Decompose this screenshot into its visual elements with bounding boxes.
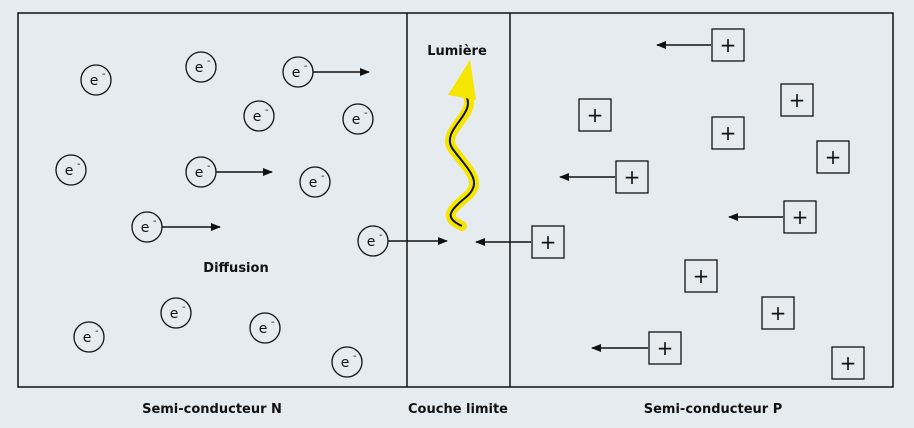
diffusion-label: Diffusion (203, 261, 268, 276)
svg-text:-: - (321, 171, 325, 182)
svg-text:e: e (259, 321, 268, 337)
region-n-label: Semi-conducteur N (142, 402, 282, 417)
svg-text:-: - (95, 326, 99, 337)
svg-text:-: - (265, 105, 269, 116)
svg-text:+: + (825, 145, 842, 169)
svg-text:-: - (77, 159, 81, 170)
svg-text:-: - (207, 161, 211, 172)
svg-text:+: + (720, 121, 737, 145)
svg-text:+: + (770, 301, 787, 325)
svg-text:-: - (182, 302, 186, 313)
svg-text:e: e (83, 330, 92, 346)
light-arrow-head (448, 60, 476, 100)
svg-text:+: + (693, 264, 710, 288)
svg-text:-: - (353, 351, 357, 362)
electron: e- (80, 64, 112, 96)
hole: + (648, 331, 682, 365)
junction-frame (17, 12, 894, 388)
svg-text:e: e (195, 60, 204, 76)
svg-text:e: e (141, 220, 150, 236)
electron: e- (331, 346, 363, 378)
svg-text:e: e (65, 163, 74, 179)
hole: + (711, 28, 745, 62)
electron: e- (185, 156, 217, 188)
svg-text:-: - (153, 216, 157, 227)
svg-text:+: + (587, 103, 604, 127)
light-label: Lumière (427, 44, 487, 59)
hole: + (578, 98, 612, 132)
svg-text:e: e (367, 234, 376, 250)
svg-text:+: + (540, 230, 557, 254)
hole: + (783, 200, 817, 234)
svg-text:-: - (364, 108, 368, 119)
svg-text:-: - (271, 317, 275, 328)
hole: + (711, 116, 745, 150)
electron: e- (73, 321, 105, 353)
hole: + (761, 296, 795, 330)
svg-text:e: e (341, 355, 350, 371)
hole: + (780, 83, 814, 117)
svg-text:e: e (90, 73, 99, 89)
electron: e- (131, 211, 163, 243)
svg-text:e: e (309, 175, 318, 191)
hole: + (816, 140, 850, 174)
svg-text:-: - (102, 69, 106, 80)
electron: e- (243, 100, 275, 132)
light-wave (445, 60, 480, 231)
electron: e- (249, 312, 281, 344)
electron: e- (160, 297, 192, 329)
svg-text:-: - (379, 230, 383, 241)
electron: e- (282, 56, 314, 88)
region-p-label: Semi-conducteur P (643, 402, 783, 417)
svg-text:e: e (170, 306, 179, 322)
svg-text:e: e (292, 65, 301, 81)
region-boundary-label: Couche limite (408, 402, 508, 417)
electron: e- (299, 166, 331, 198)
svg-text:+: + (789, 88, 806, 112)
svg-text:+: + (792, 205, 809, 229)
svg-text:+: + (624, 165, 641, 189)
electron: e- (185, 51, 217, 83)
hole: + (684, 259, 718, 293)
electron: e- (342, 103, 374, 135)
hole: + (615, 160, 649, 194)
svg-text:-: - (304, 61, 308, 72)
svg-text:e: e (253, 109, 262, 125)
svg-text:-: - (207, 56, 211, 67)
hole: + (531, 225, 565, 259)
svg-text:+: + (840, 351, 857, 375)
svg-text:e: e (352, 112, 361, 128)
svg-text:+: + (657, 336, 674, 360)
svg-text:+: + (720, 33, 737, 57)
hole: + (831, 346, 865, 380)
electron: e- (357, 225, 389, 257)
electron: e- (55, 154, 87, 186)
svg-text:e: e (195, 165, 204, 181)
